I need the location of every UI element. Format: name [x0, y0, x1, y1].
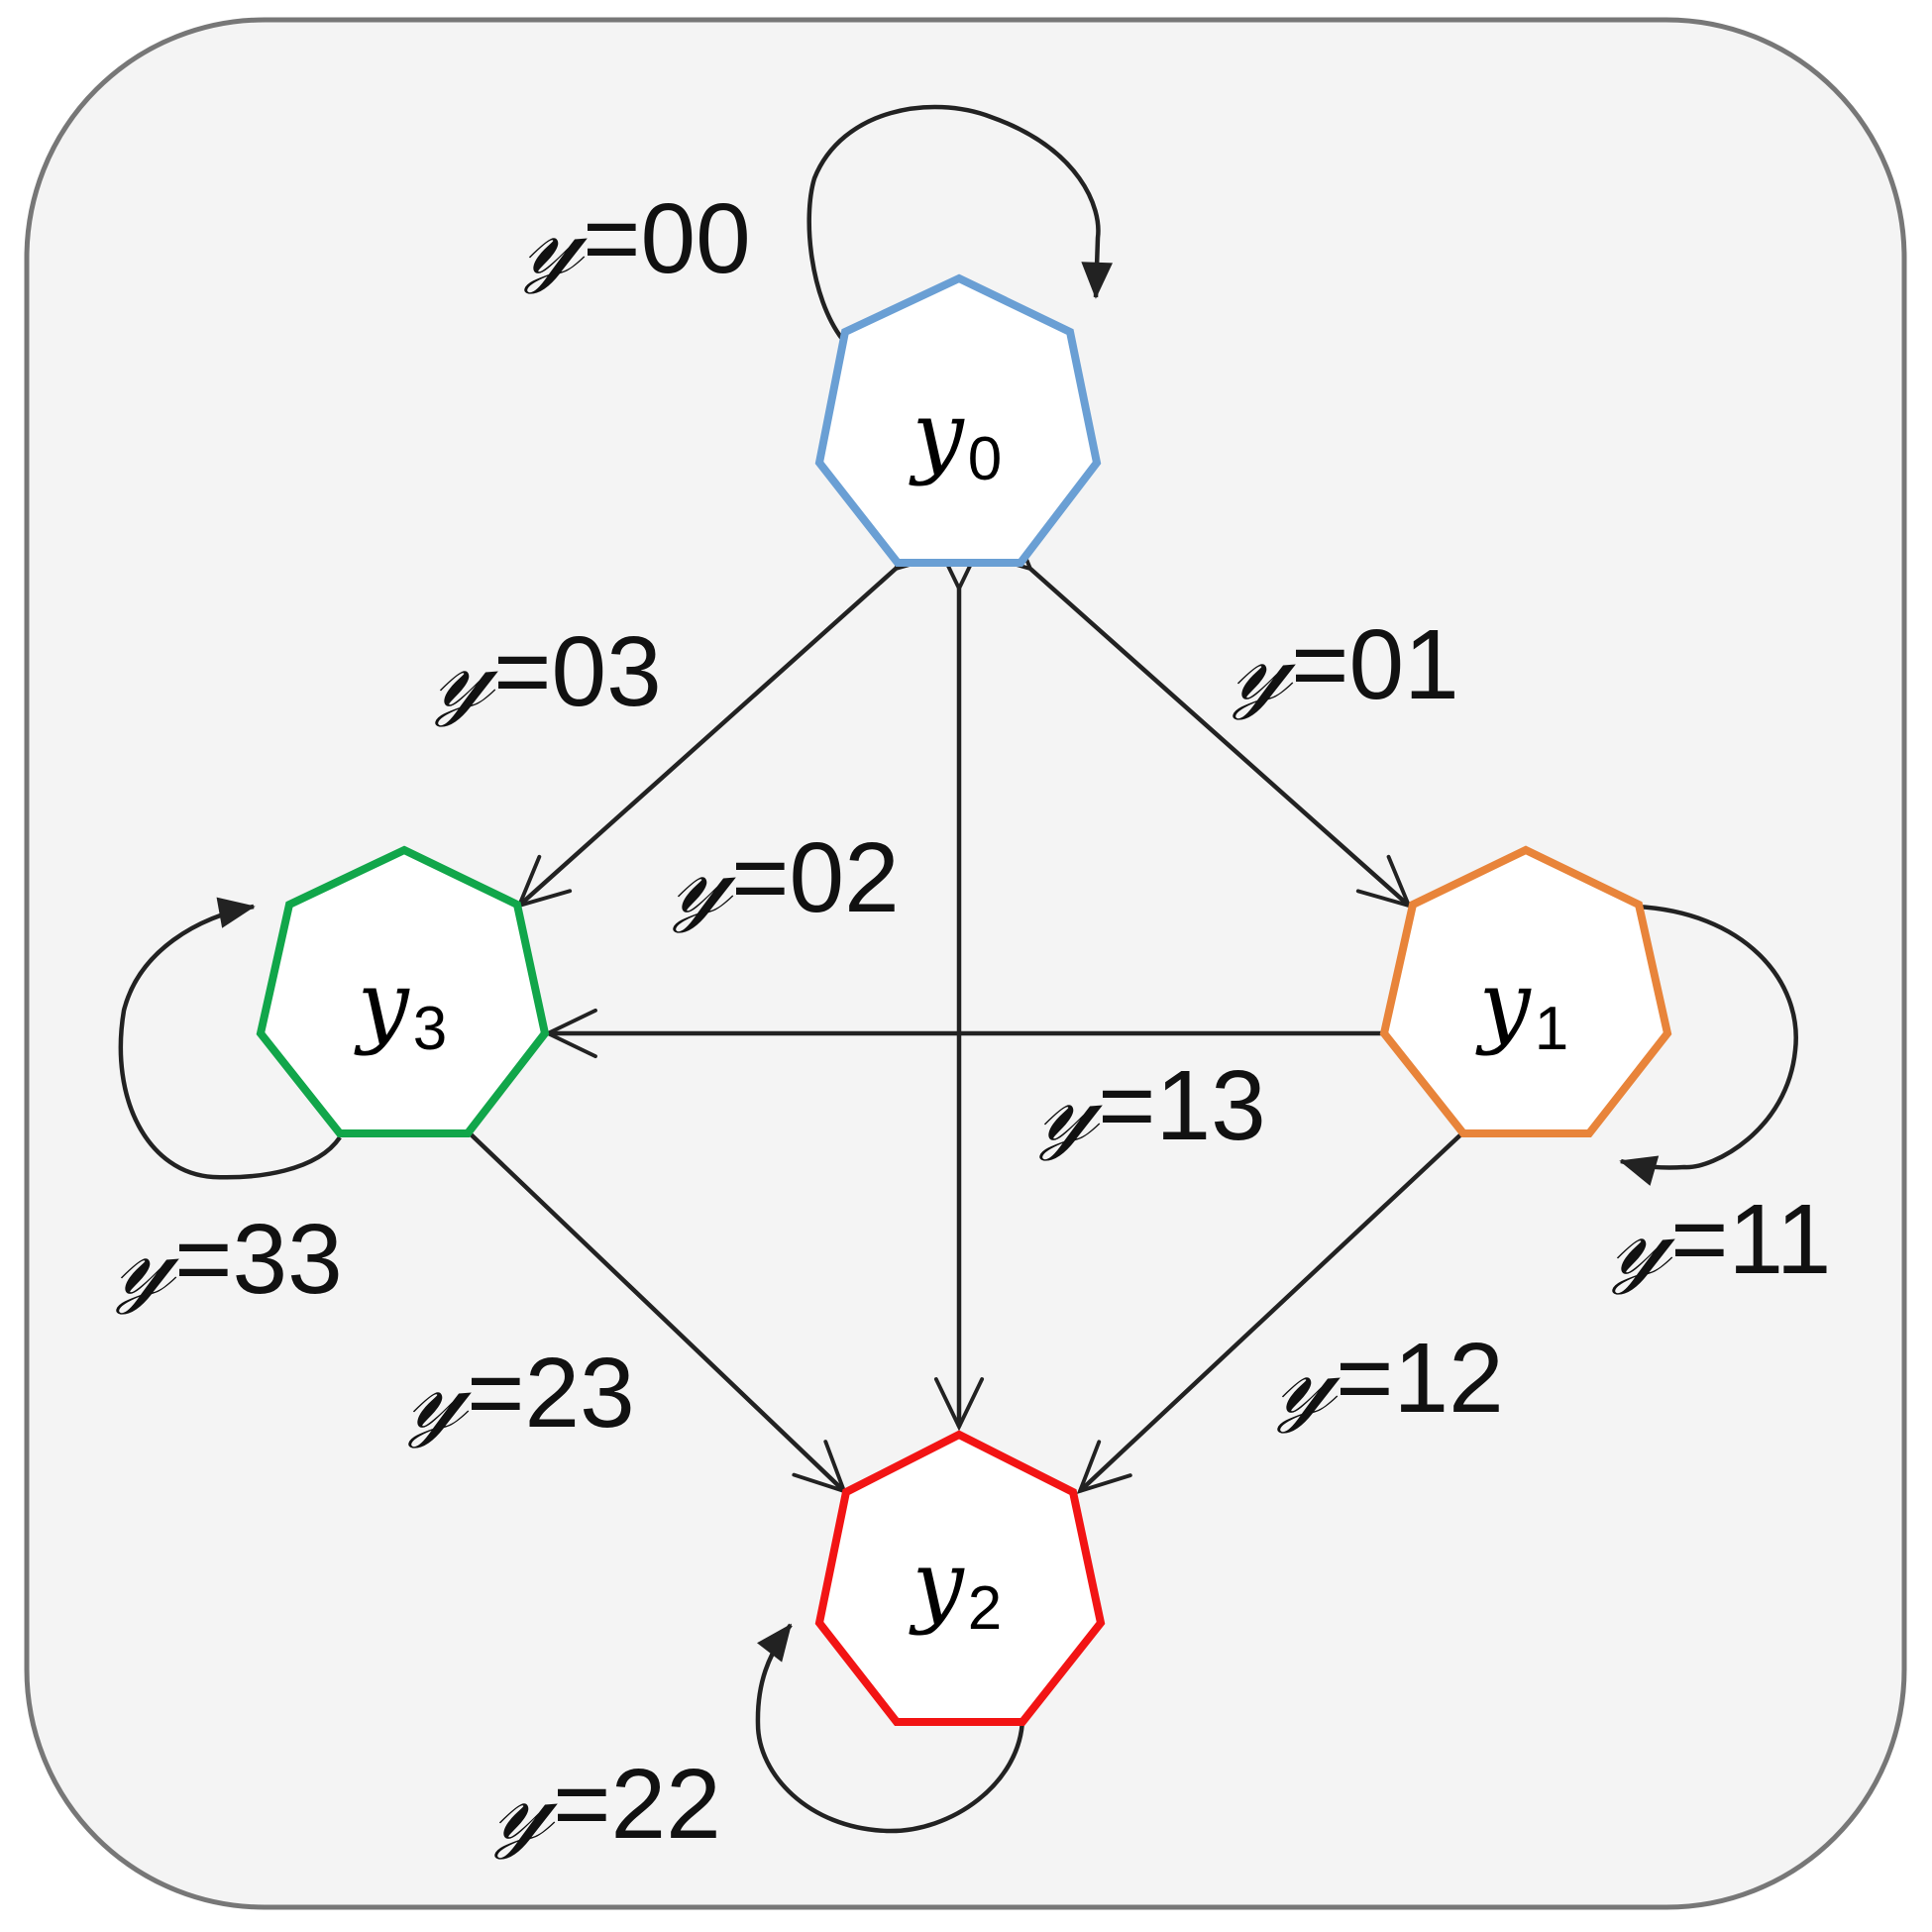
node-y0: y0 — [814, 273, 1102, 567]
edge-label-y11: 𝓎=11 — [1611, 1181, 1831, 1297]
node-y3-shape — [256, 845, 550, 1137]
edge-label-y22: 𝓎=22 — [493, 1746, 721, 1862]
edge-y3-y2 — [413, 1078, 848, 1495]
node-y1-shape — [1379, 845, 1672, 1137]
self-loop-y2 — [755, 1623, 1025, 1834]
edge-label-y12: 𝓎=12 — [1276, 1320, 1504, 1436]
self-loops — [118, 104, 1798, 1834]
edge-y0-y1 — [977, 517, 1413, 909]
edge-label-y33: 𝓎=33 — [115, 1201, 343, 1317]
node-y2: y2 — [814, 1430, 1106, 1726]
node-y3: y3 — [256, 845, 550, 1137]
node-y1: y1 — [1379, 845, 1672, 1137]
self-loop-y0 — [806, 104, 1114, 341]
edge-label-y03: 𝓎=03 — [434, 613, 662, 729]
edge-label-y01: 𝓎=01 — [1232, 606, 1459, 722]
node-y2-label: y2 — [909, 1531, 1002, 1643]
node-y0-shape — [814, 273, 1102, 567]
edge-label-y23: 𝓎=23 — [407, 1335, 635, 1450]
self-loop-y1 — [1619, 904, 1798, 1186]
edge-label-y13: 𝓎=13 — [1038, 1047, 1266, 1163]
edge-labels: 𝓎=00 𝓎=03 𝓎=01 𝓎=02 𝓎=13 𝓎=33 𝓎=11 𝓎=23 … — [115, 180, 1831, 1862]
node-y0-label: y0 — [909, 381, 1002, 493]
node-y3-label: y3 — [354, 951, 447, 1063]
edge-label-y02: 𝓎=02 — [672, 819, 900, 935]
self-loop-y3 — [118, 897, 342, 1180]
edge-y0-y3 — [515, 517, 949, 909]
node-y1-label: y1 — [1475, 951, 1568, 1063]
edge-label-y00: 𝓎=00 — [523, 180, 751, 296]
edges — [413, 517, 1519, 1495]
edge-y1-y2 — [1076, 1078, 1519, 1495]
node-y2-shape — [814, 1430, 1106, 1726]
